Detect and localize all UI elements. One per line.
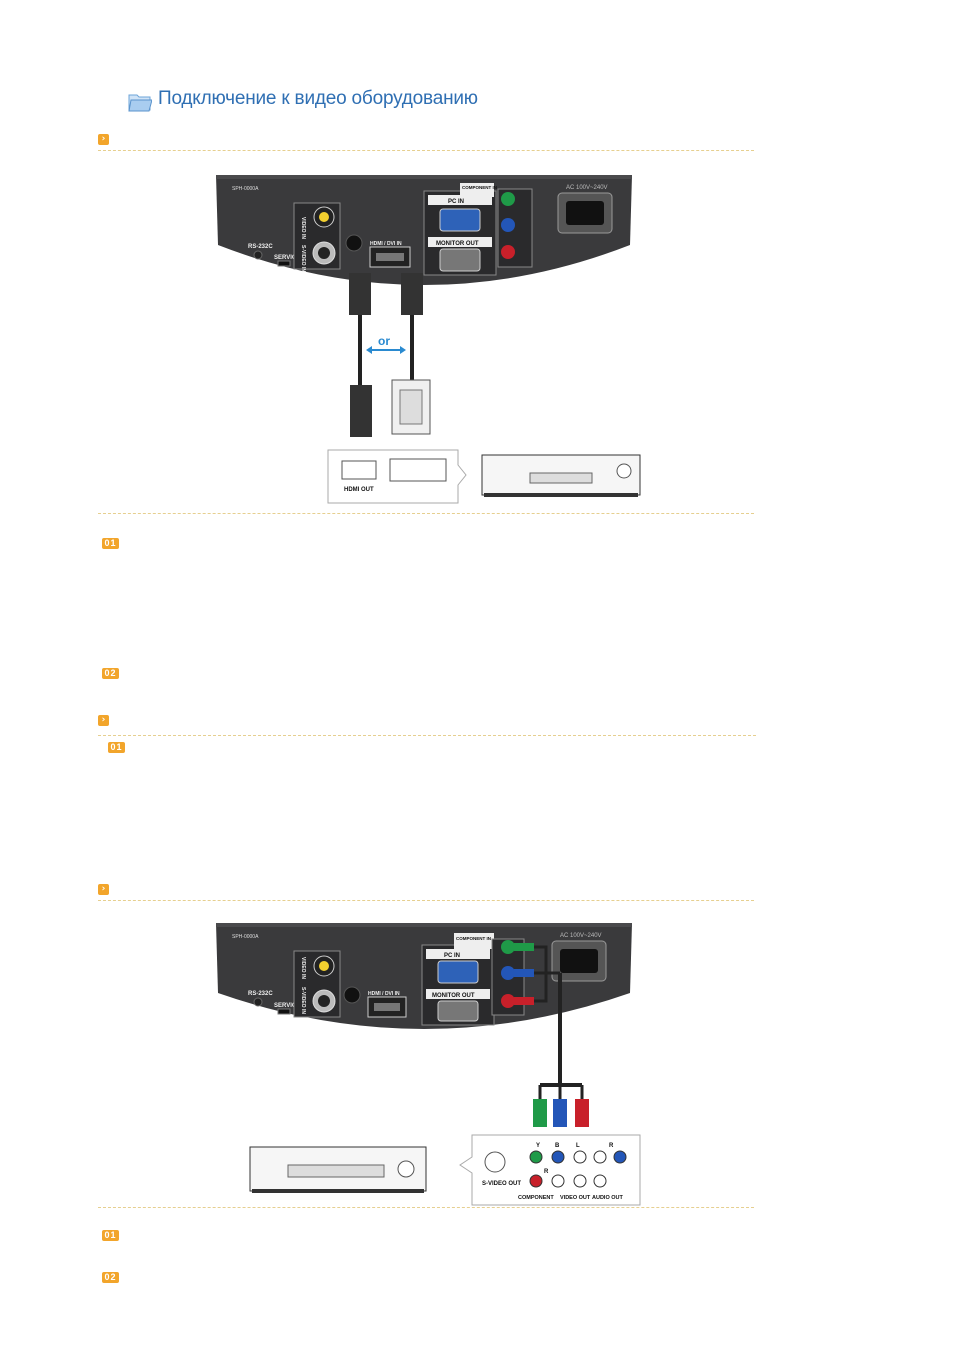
l-label: L (576, 1143, 580, 1149)
svideo-out-port (484, 1151, 506, 1173)
monitor-out-label: MONITOR OUT (436, 241, 479, 247)
video-in-label: VIDEO IN (300, 217, 306, 239)
divider (98, 735, 756, 736)
ac-label: AC 100V~240V (566, 185, 608, 191)
service-port (277, 260, 291, 267)
divider (98, 150, 754, 151)
rca-plug-blue (553, 1099, 567, 1127)
r-label: R (609, 1143, 614, 1149)
section-marker-icon: › (98, 715, 109, 726)
rs232c-port (253, 997, 263, 1007)
monitor-out-label: MONITOR OUT (432, 993, 475, 999)
pc-in-port (437, 960, 479, 984)
cable-plug-green (514, 943, 534, 951)
video-out-label: VIDEO OUT (560, 1195, 591, 1201)
hdmi-out-label: HDMI OUT (344, 487, 374, 493)
hdmi-out-port (341, 460, 377, 480)
rs232c-label: RS-232C (248, 991, 273, 997)
device-model: SPH-0000A (232, 934, 259, 940)
page-title: Подключение к видео оборудованию (158, 88, 478, 109)
divider (98, 1207, 754, 1208)
step-01-badge: 01 (108, 742, 125, 753)
rca-plug-green (533, 1099, 547, 1127)
video-in-port (319, 961, 329, 971)
divider (98, 513, 754, 514)
pr-label: R (544, 1169, 549, 1175)
service-port (277, 1008, 291, 1015)
step-01-badge: 01 (102, 538, 119, 549)
y-label: Y (536, 1143, 540, 1149)
svideo-in-label: S-VIDEO IN (300, 987, 306, 1014)
hdmi-dvi-in-label: HDMI / DVI IN (370, 241, 402, 247)
video-in-port (319, 212, 329, 222)
step-01-badge: 01 (102, 1230, 119, 1241)
or-label: or (378, 334, 390, 348)
monitor-out-port (439, 248, 481, 272)
component-in-label: COMPONENT IN (462, 185, 497, 190)
component-y-port (501, 192, 515, 206)
hdmi-plug-bottom (350, 385, 372, 437)
rca-plug-red (575, 1099, 589, 1127)
hdmi-plug (349, 273, 371, 315)
device-model: SPH-0000A (232, 186, 259, 192)
power-socket (560, 949, 598, 973)
component-pb-port (501, 966, 515, 980)
component-label: COMPONENT (518, 1195, 554, 1201)
cable-plug-red (514, 997, 534, 1005)
rs232c-label: RS-232C (248, 244, 273, 250)
component-pr-port (501, 994, 515, 1008)
component-in-label: COMPONENT IN (456, 936, 491, 941)
section-marker-icon: › (98, 134, 109, 145)
audio-out-label: AUDIO OUT (592, 1195, 624, 1201)
cable-plug-blue (514, 969, 534, 977)
hdmi-plug-2 (401, 273, 423, 315)
pc-in-label: PC IN (444, 953, 460, 959)
component-connection-diagram: SPH-0000A RS-232C SERVICE VIDEO IN S-VID… (216, 923, 641, 1206)
folder-icon (128, 94, 152, 112)
monitor-out-port (437, 1000, 479, 1022)
svideo-in-label: S-VIDEO IN (300, 245, 306, 272)
service-label: SERVICE (274, 1003, 300, 1009)
step-02-badge: 02 (102, 668, 119, 679)
hdmi-dvi-in-label: HDMI / DVI IN (368, 991, 400, 997)
section-marker-icon: › (98, 884, 109, 895)
component-pb-port (501, 218, 515, 232)
component-y-port (501, 940, 515, 954)
dvi-out-port (389, 458, 447, 482)
ac-label: AC 100V~240V (560, 933, 602, 939)
video-in-label: VIDEO IN (300, 957, 306, 979)
pb-label: B (555, 1143, 560, 1149)
service-label: SERVICE (274, 255, 300, 261)
component-pr-port (501, 245, 515, 259)
rs232c-port (253, 250, 263, 260)
power-socket (566, 201, 604, 225)
step-02-badge: 02 (102, 1272, 119, 1283)
hdmi-dvi-connection-diagram: SPH-0000A RS-232C SERVICE VIDEO IN S-VID… (216, 175, 641, 504)
pc-in-port (439, 208, 481, 232)
svideo-out-label: S-VIDEO OUT (482, 1181, 521, 1187)
divider (98, 900, 754, 901)
pc-in-label: PC IN (448, 199, 464, 205)
